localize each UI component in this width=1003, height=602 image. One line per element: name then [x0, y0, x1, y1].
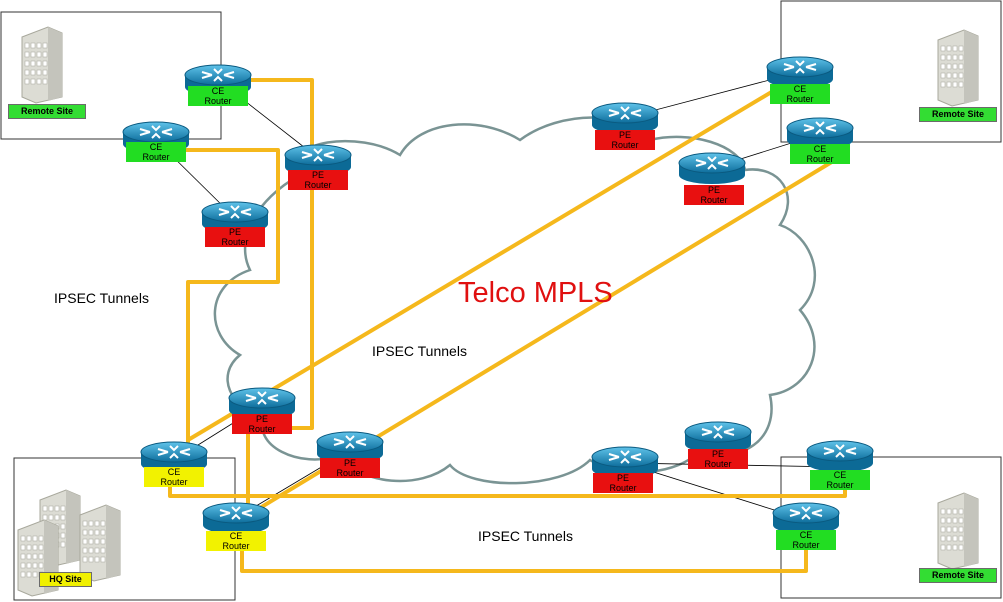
site-label: HQ Site	[39, 572, 92, 587]
cloud-title: Telco MPLS	[458, 277, 613, 309]
pe-router-icon	[678, 152, 746, 185]
ce-router-icon	[806, 440, 874, 473]
site-label: Remote Site	[919, 107, 997, 122]
tunnel-label: IPSEC Tunnels	[54, 290, 149, 306]
building-icon	[937, 492, 979, 570]
building-icon	[21, 26, 63, 104]
tunnel-label: IPSEC Tunnels	[372, 343, 467, 359]
building-icon	[937, 29, 979, 107]
tunnel-label: IPSEC Tunnels	[478, 528, 573, 544]
ce-router-icon	[202, 502, 270, 535]
site-label: Remote Site	[8, 104, 86, 119]
site-label: Remote Site	[919, 568, 997, 583]
